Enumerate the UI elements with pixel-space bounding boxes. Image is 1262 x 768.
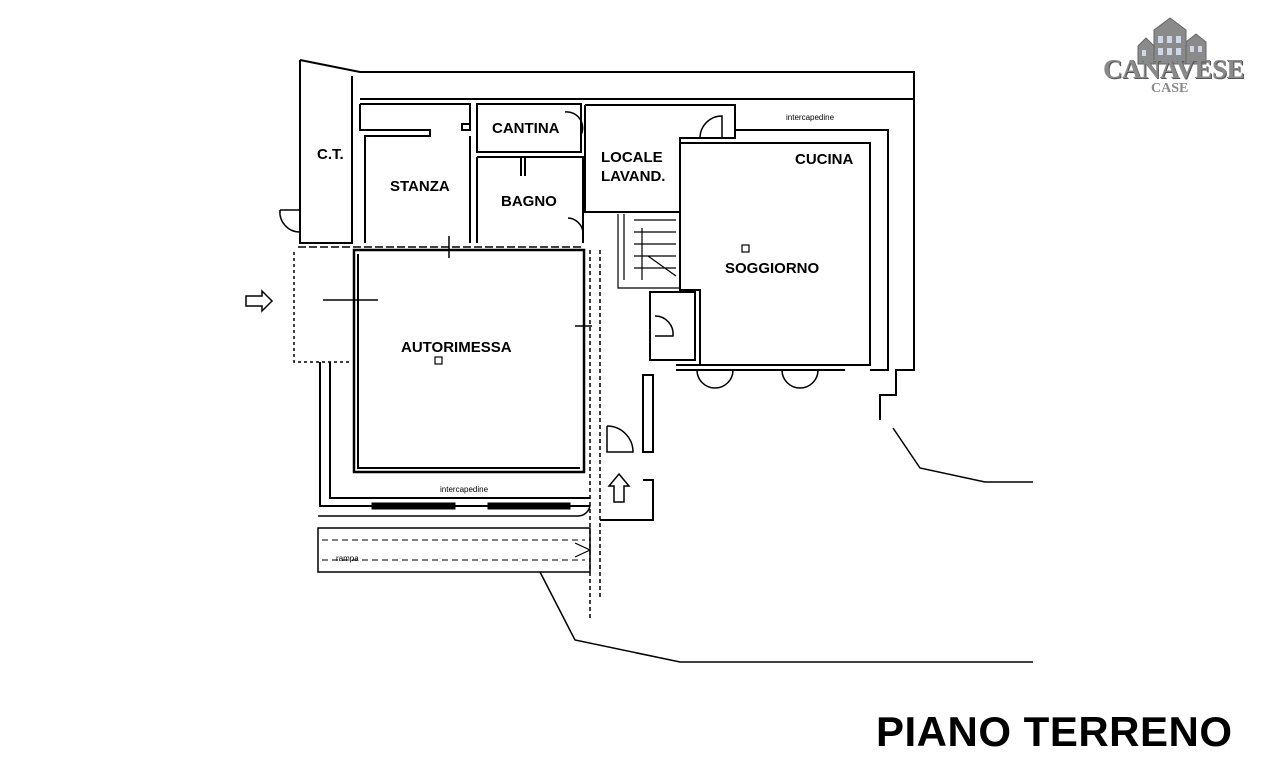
- tick-marks: [323, 236, 592, 469]
- site-boundary-south: [539, 571, 1033, 663]
- passage-dashed: [589, 250, 601, 620]
- carport-dashed: [293, 252, 352, 363]
- entry-door: [654, 315, 674, 337]
- label-intercapedine-top: intercapedine: [786, 113, 835, 122]
- label-bagno: BAGNO: [501, 193, 557, 210]
- logo-brand: CANAVESE: [1103, 54, 1245, 84]
- label-intercapedine-bottom: intercapedine: [440, 485, 489, 494]
- ramp-hatch: [322, 539, 585, 561]
- drain-soggiorno: [741, 244, 750, 253]
- label-lavand: LAVAND.: [601, 168, 665, 185]
- doors-garden: [696, 369, 819, 389]
- outer-wall-right-inner: [734, 105, 889, 371]
- ramp: [317, 527, 591, 573]
- page-title: PIANO TERRENO: [876, 708, 1233, 755]
- ct-door: [279, 209, 301, 233]
- entry-arrow-left: [245, 289, 274, 313]
- label-soggiorno: SOGGIORNO: [725, 260, 820, 277]
- logo-sub: CASE: [1151, 81, 1189, 96]
- locale-door: [699, 115, 723, 139]
- wall-stanza: [359, 103, 471, 243]
- wall-bagno: [476, 156, 584, 243]
- wall-soggiorno: [679, 142, 871, 366]
- bagno-door: [567, 217, 584, 233]
- soggiorno-windows: [676, 364, 870, 371]
- wall-cantina: [476, 103, 582, 153]
- wall-autorimessa: [352, 248, 586, 474]
- label-autorimessa: AUTORIMESSA: [401, 339, 512, 356]
- ramp-curve: [318, 504, 591, 517]
- label-cucina: CUCINA: [795, 151, 853, 168]
- windows-intercapedine: [371, 502, 571, 510]
- stair: [617, 214, 680, 289]
- cantina-door: [564, 111, 584, 136]
- autorimessa-wall-inner: [357, 254, 580, 469]
- label-ct: C.T.: [317, 146, 344, 163]
- passage-wall: [600, 374, 654, 521]
- label-locale: LOCALE: [601, 149, 663, 166]
- outer-wall-left: [299, 60, 353, 244]
- outer-wall-top: [299, 59, 915, 100]
- entry-box: [649, 291, 696, 361]
- label-cantina: CANTINA: [492, 120, 560, 137]
- canavese-case-logo: [1137, 17, 1207, 65]
- entry-arrow-up: [607, 472, 631, 503]
- logo-house-3: [1185, 33, 1207, 65]
- outer-wall-right: [879, 99, 915, 420]
- wall-locale: [584, 104, 736, 213]
- passage-door: [606, 425, 634, 453]
- ramp-arrow: [574, 542, 592, 558]
- label-rampa: rampa: [336, 554, 359, 563]
- site-boundary-east: [892, 427, 1033, 483]
- label-stanza: STANZA: [390, 178, 450, 195]
- drain-autorimessa: [434, 356, 443, 365]
